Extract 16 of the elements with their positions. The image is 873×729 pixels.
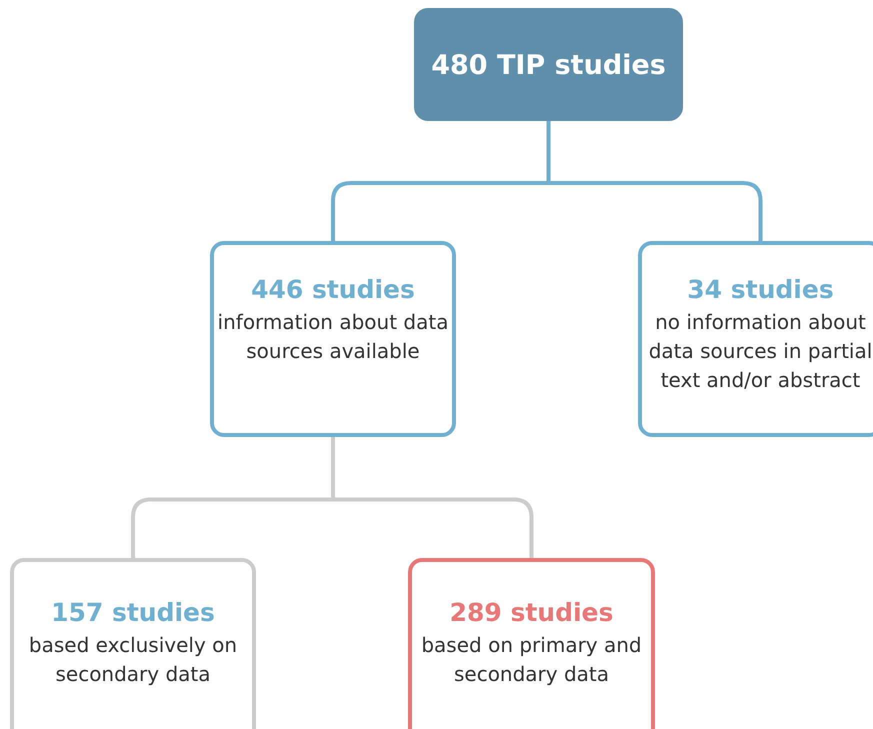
heading: 34 studies [687, 275, 834, 304]
process-box [408, 558, 655, 729]
heading: 289 studies [450, 598, 614, 627]
connector [331, 437, 534, 558]
heading: 446 studies [251, 275, 415, 304]
heading: 157 studies [51, 598, 215, 627]
connector [546, 121, 762, 241]
description: based on primary and secondary data [420, 632, 643, 688]
description: based exclusively on secondary data [28, 632, 238, 688]
process-box [638, 241, 873, 437]
process-box [414, 8, 683, 121]
process-box [10, 558, 256, 729]
process-box [210, 241, 456, 437]
description: no information about data sources in partial text and/or abstract [648, 309, 873, 394]
heading: 480 TIP studies [431, 50, 666, 81]
description: information about data sources available [216, 309, 450, 365]
